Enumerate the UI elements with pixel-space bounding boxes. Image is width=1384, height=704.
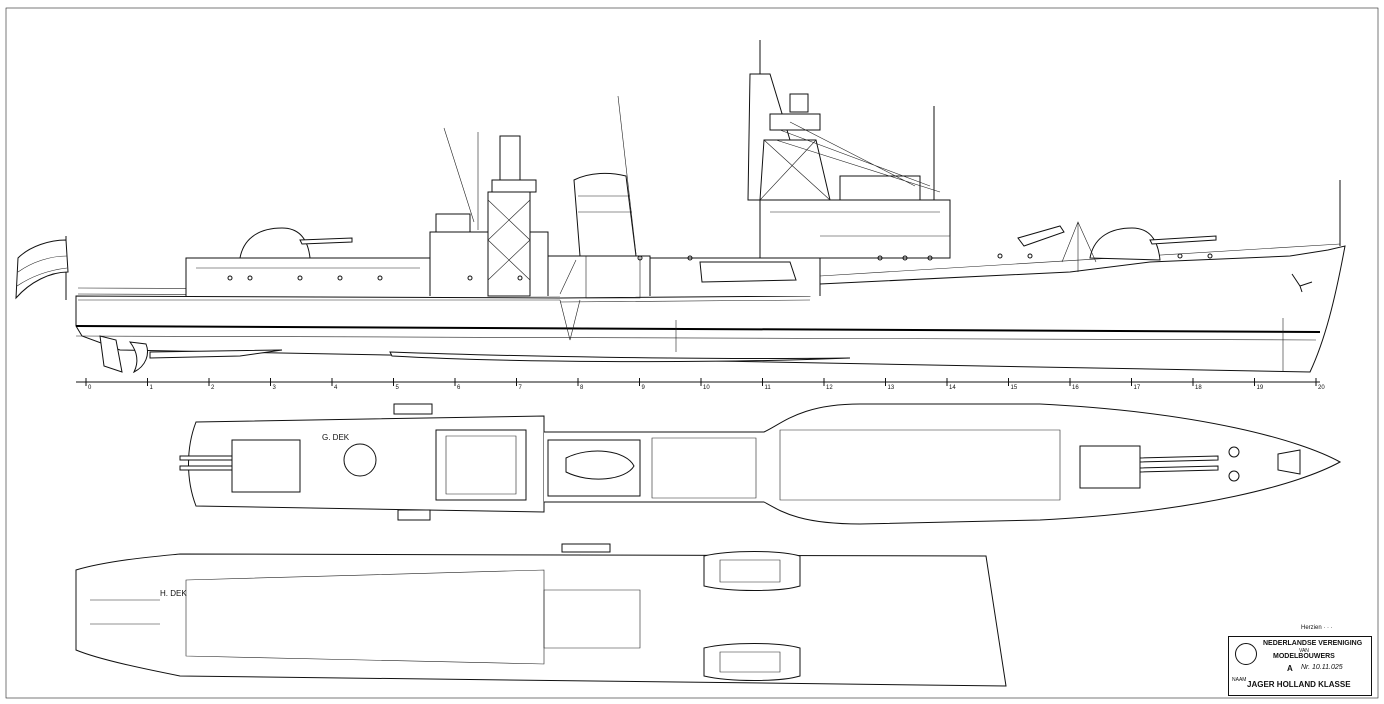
revision-note: Herzien · · · [1301,625,1333,631]
hull-profile [75,245,1346,373]
ship-name: JAGER HOLLAND KLASSE [1247,680,1351,689]
portholes [227,253,1213,281]
station-number: 20 [1318,385,1325,391]
association-seal [1235,643,1257,665]
name-label: NAAM [1232,677,1247,683]
funnel [573,172,637,257]
porthole [997,253,1003,259]
porthole [1027,253,1033,259]
bilge-keel [389,351,851,363]
h-deck-label: H. DEK [160,589,187,598]
forward-deck-outline [544,403,1342,525]
station-number: 13 [888,385,895,391]
station-number: 3 [273,385,277,391]
porthole [927,255,933,261]
organisation-small: VAN [1299,648,1309,654]
station-number: 7 [519,385,523,391]
sheet-letter: A [1287,664,1293,673]
waterline [75,325,1321,333]
title-block: Herzien · · · NEDERLANDSE VERENIGING VAN… [1228,625,1372,696]
aa-gun-mount [1017,225,1065,247]
aft-turret-plan [231,439,301,493]
porthole [227,275,233,281]
plan-view-h-deck: H. DEK [75,543,1007,687]
aft-lattice-mast [487,191,531,297]
aft-mast-base-plan [435,429,527,501]
rudder [99,335,123,373]
porthole [297,275,303,281]
porthole [637,255,643,261]
porthole [377,275,383,281]
aft-gun-turret [239,227,311,259]
station-number: 14 [949,385,956,391]
porthole [517,275,523,281]
station-number: 19 [1257,385,1264,391]
forward-turret-plan [1079,445,1141,489]
station-number: 18 [1195,385,1202,391]
forward-gun-barrel [1149,235,1217,245]
station-number: 10 [703,385,710,391]
aft-director-plan [343,443,377,477]
station-number: 11 [765,385,772,391]
sheet-border [5,7,1379,699]
bridge-structure [759,199,951,259]
organisation-line-2: MODELBOUWERS [1273,653,1335,660]
organisation-line-1: NEDERLANDSE VERENIGING [1263,640,1363,647]
side-profile-view [15,40,1346,374]
forward-gun-turret [1089,227,1161,261]
station-number: 1 [150,385,154,391]
porthole [1207,253,1213,259]
station-number: 6 [457,385,461,391]
station-number: 0 [88,385,92,391]
porthole [247,275,253,281]
aft-deckhouse [185,257,431,296]
shaft-bracket [149,349,283,359]
station-number: 2 [211,385,215,391]
plan-view-g-deck: G. DEK [179,403,1342,525]
lower-deck-outline [75,553,1007,687]
anchor [1291,273,1313,293]
porthole [687,255,693,261]
ships-boat-lower [703,643,801,681]
porthole [1177,253,1183,259]
station-number: 16 [1072,385,1079,391]
bridge-wings [839,175,921,201]
porthole [337,275,343,281]
aft-gun-barrel [299,237,353,245]
foremast-radar [789,93,809,113]
station-number: 8 [580,385,584,391]
station-number: 17 [1134,385,1141,391]
station-number: 15 [1011,385,1018,391]
porthole [467,275,473,281]
station-number: 4 [334,385,338,391]
midship-deckhouse [547,255,651,296]
ensign-flag [15,239,69,300]
ships-boat-side [699,261,797,283]
station-number: 5 [396,385,400,391]
foremast-lattice [759,139,831,201]
drawing-number: Nr. 10.11.025 [1301,664,1343,671]
porthole [877,255,883,261]
g-deck-label: G. DEK [322,433,350,442]
station-number: 12 [826,385,833,391]
porthole [902,255,908,261]
propeller [128,341,148,374]
station-number: 9 [642,385,646,391]
aft-radar [499,135,521,181]
ships-boat-upper [703,551,801,591]
